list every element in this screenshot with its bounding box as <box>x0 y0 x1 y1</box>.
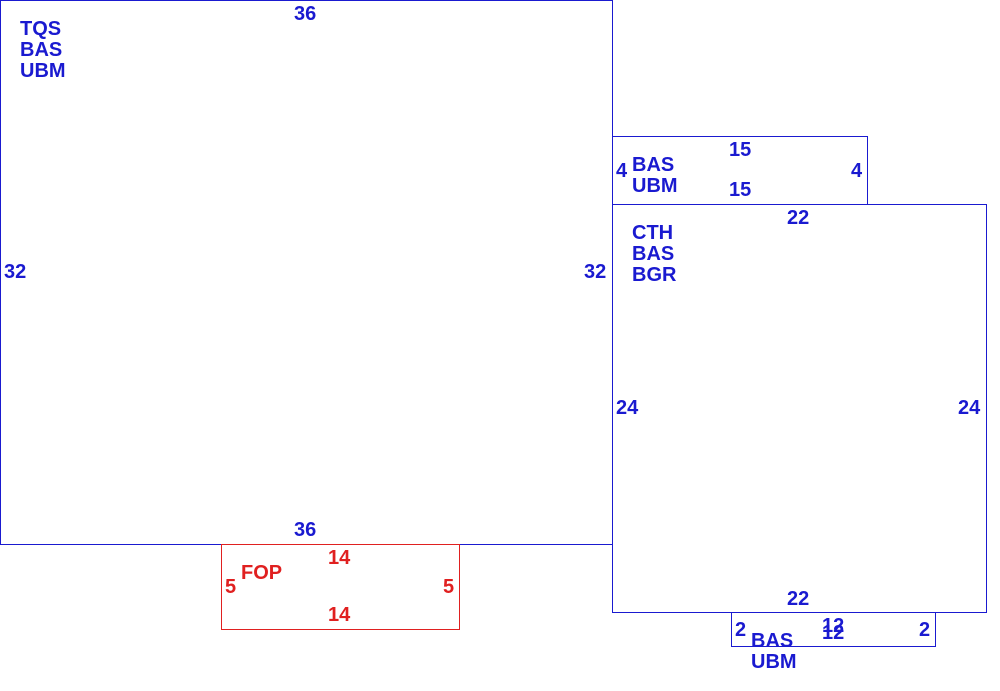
area-small-dim-left: 2 <box>735 619 747 641</box>
area-wing-code: BAS <box>632 243 675 265</box>
area-main-outline <box>0 0 613 545</box>
area-main-code: BAS <box>20 39 63 61</box>
area-small-dim-right: 2 <box>919 619 931 641</box>
area-main-dim-top: 36 <box>294 3 317 25</box>
area-porch-dim-left: 5 <box>225 576 237 598</box>
area-main-code: UBM <box>20 60 66 82</box>
area-porch-dim-right: 5 <box>443 576 455 598</box>
area-porch-outline <box>221 544 460 630</box>
area-bump-codes: BAS UBM <box>632 155 678 197</box>
area-wing-code: CTH <box>632 222 674 244</box>
area-small-code: UBM <box>751 651 797 673</box>
area-bump-dim-left: 4 <box>616 160 628 182</box>
area-porch-code: FOP <box>241 562 283 584</box>
area-wing-dim-left: 24 <box>616 397 639 419</box>
area-bump-dim-right: 4 <box>851 160 863 182</box>
area-small-dim-bottom: 12 <box>822 622 845 644</box>
area-small-outline <box>731 612 936 647</box>
area-small-codes: BAS UBM <box>751 631 797 673</box>
area-wing-dim-top: 22 <box>787 207 810 229</box>
area-main-code: TQS <box>20 18 62 40</box>
area-wing-dim-bottom: 22 <box>787 588 810 610</box>
area-main-dim-left: 32 <box>4 261 27 283</box>
area-porch-dim-top: 14 <box>328 547 351 569</box>
area-small-code: BAS <box>751 630 794 652</box>
area-wing-dim-right: 24 <box>958 397 981 419</box>
area-porch-dim-bottom: 14 <box>328 604 351 626</box>
area-small-dim-top: 12 <box>822 615 845 637</box>
area-bump-code: UBM <box>632 175 678 197</box>
area-main-dim-bottom: 36 <box>294 519 317 541</box>
area-bump-dim-bottom: 15 <box>729 179 752 201</box>
area-main-codes: TQS BAS UBM <box>20 19 66 82</box>
area-main-dim-right: 32 <box>584 261 607 283</box>
area-bump-code: BAS <box>632 154 675 176</box>
area-porch-codes: FOP <box>241 563 282 584</box>
area-wing-codes: CTH BAS BGR <box>632 223 676 286</box>
area-wing-code: BGR <box>632 264 677 286</box>
area-bump-dim-top: 15 <box>729 139 752 161</box>
